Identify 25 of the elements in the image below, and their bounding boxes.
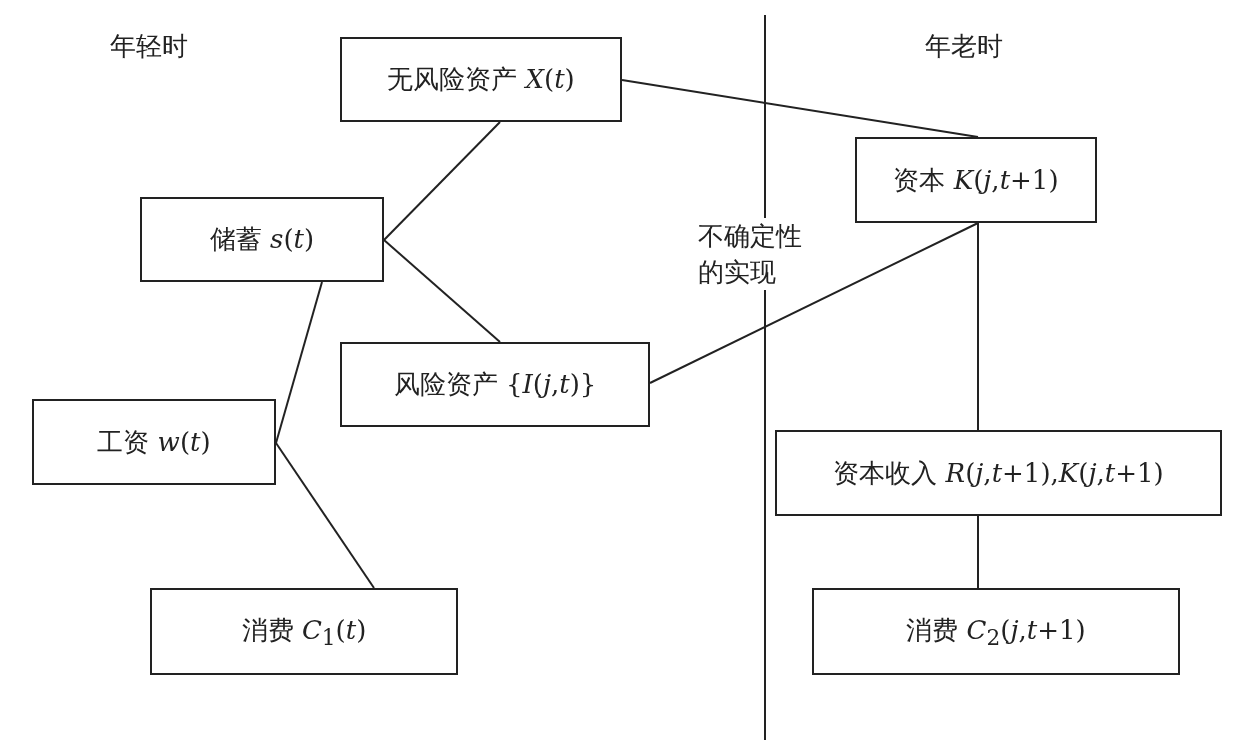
text-box [140, 197, 384, 282]
connector-line [977, 515, 979, 589]
text-box [812, 588, 1180, 675]
connector-line [383, 239, 501, 343]
connector-line [621, 79, 979, 138]
box-label: 无风险资产 X(t) [387, 63, 575, 96]
text-box [855, 137, 1097, 223]
box-label: 工资 w(t) [97, 425, 211, 459]
connector-line [649, 222, 979, 384]
column-heading: 年老时 [925, 30, 1003, 63]
connector-line [977, 222, 979, 431]
text-box [340, 342, 650, 427]
box-label: 资本收入 R(j,t+1),K(j,t+1) [833, 456, 1164, 490]
box-label: 风险资产 {I(j,t)} [393, 368, 597, 401]
text-box [150, 588, 458, 675]
column-heading: 年轻时 [110, 30, 188, 63]
box-label: 储蓄 s(t) [209, 223, 315, 256]
text-box [775, 430, 1222, 516]
box-label: 资本 K(j,t+1) [893, 163, 1059, 197]
box-label: 消费 C$_{1}$(t) [241, 613, 367, 651]
text-box [340, 37, 622, 122]
box-label: 消费 C$_{2}$(j,t+1) [906, 613, 1086, 651]
connector-line [275, 442, 375, 589]
connector-line [383, 121, 501, 241]
text-box [32, 399, 276, 485]
